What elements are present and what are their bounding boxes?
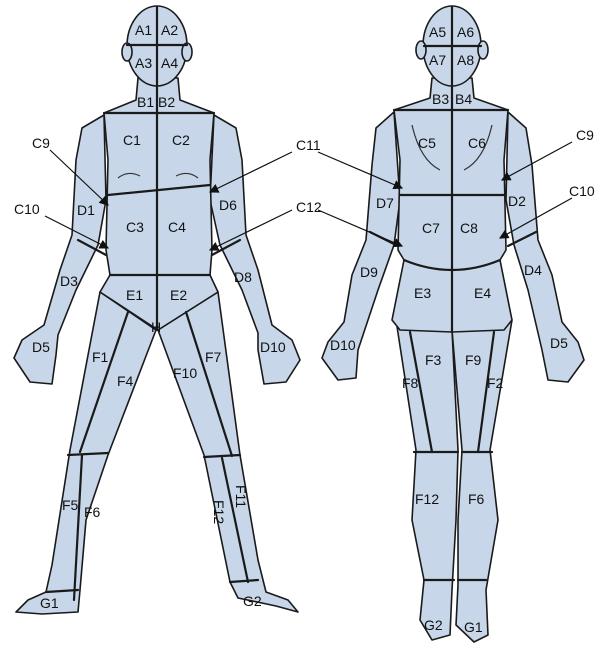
- label-f12-back: F12: [415, 491, 439, 507]
- label-e3: E3: [414, 285, 431, 301]
- label-f2: F2: [487, 375, 504, 391]
- label-d10: D10: [260, 339, 286, 355]
- label-b1: B1: [137, 94, 154, 110]
- front-torso: [100, 113, 218, 330]
- label-d5-back: D5: [550, 335, 568, 351]
- label-f3: F3: [425, 352, 442, 368]
- label-c10-back: C10: [569, 183, 595, 199]
- label-g1-back: G1: [464, 619, 483, 635]
- label-f4: F4: [117, 373, 134, 389]
- label-f7: F7: [205, 349, 222, 365]
- label-c10: C10: [14, 201, 40, 217]
- label-d2: D2: [508, 193, 526, 209]
- label-b3: B3: [432, 91, 449, 107]
- label-d9: D9: [360, 264, 378, 280]
- label-a1: A1: [135, 22, 152, 38]
- label-a3: A3: [135, 55, 152, 71]
- label-d5: D5: [32, 339, 50, 355]
- label-c5: C5: [418, 135, 436, 151]
- label-f11: F11: [233, 485, 249, 508]
- label-e2: E2: [170, 287, 187, 303]
- label-f5: F5: [62, 497, 79, 513]
- label-h: H: [151, 319, 161, 335]
- label-a7: A7: [429, 52, 446, 68]
- label-c11: C11: [296, 137, 321, 153]
- label-g1: G1: [40, 595, 59, 611]
- label-f12: F12: [211, 500, 227, 524]
- label-d7: D7: [376, 195, 394, 211]
- label-a6: A6: [457, 24, 474, 40]
- label-c4: C4: [168, 219, 186, 235]
- back-figure: [322, 6, 584, 642]
- label-d1: D1: [77, 202, 95, 218]
- label-c2: C2: [172, 132, 190, 148]
- label-c8: C8: [460, 220, 478, 236]
- front-figure: [14, 6, 300, 614]
- label-d8: D8: [234, 269, 252, 285]
- back-left-ear: [416, 41, 426, 59]
- label-f1: F1: [92, 349, 109, 365]
- label-g2: G2: [243, 593, 262, 609]
- label-d6: D6: [219, 197, 237, 213]
- label-c1: C1: [123, 132, 141, 148]
- label-a2: A2: [161, 22, 178, 38]
- back-right-arm: [506, 112, 584, 382]
- label-c9: C9: [32, 135, 50, 151]
- label-e4: E4: [474, 285, 491, 301]
- back-left-leg: [396, 320, 458, 640]
- label-c3: C3: [126, 219, 144, 235]
- label-f9: F9: [465, 352, 482, 368]
- label-f6-back: F6: [468, 491, 485, 507]
- label-a8: A8: [457, 52, 474, 68]
- label-b2: B2: [158, 94, 175, 110]
- label-f6: F6: [84, 504, 101, 520]
- label-g2-back: G2: [424, 617, 443, 633]
- label-a4: A4: [161, 55, 178, 71]
- back-right-leg: [452, 320, 512, 642]
- label-a5: A5: [429, 24, 446, 40]
- label-d4: D4: [524, 262, 542, 278]
- label-c6: C6: [468, 135, 486, 151]
- label-b4: B4: [455, 91, 472, 107]
- label-c9-back: C9: [576, 127, 594, 143]
- label-f10: F10: [173, 365, 197, 381]
- back-right-ear: [478, 41, 488, 59]
- label-e1: E1: [126, 287, 143, 303]
- label-d10-back: D10: [330, 337, 356, 353]
- label-f8: F8: [402, 375, 419, 391]
- label-c12: C12: [296, 199, 322, 215]
- label-d3: D3: [60, 273, 78, 289]
- label-c7: C7: [422, 220, 440, 236]
